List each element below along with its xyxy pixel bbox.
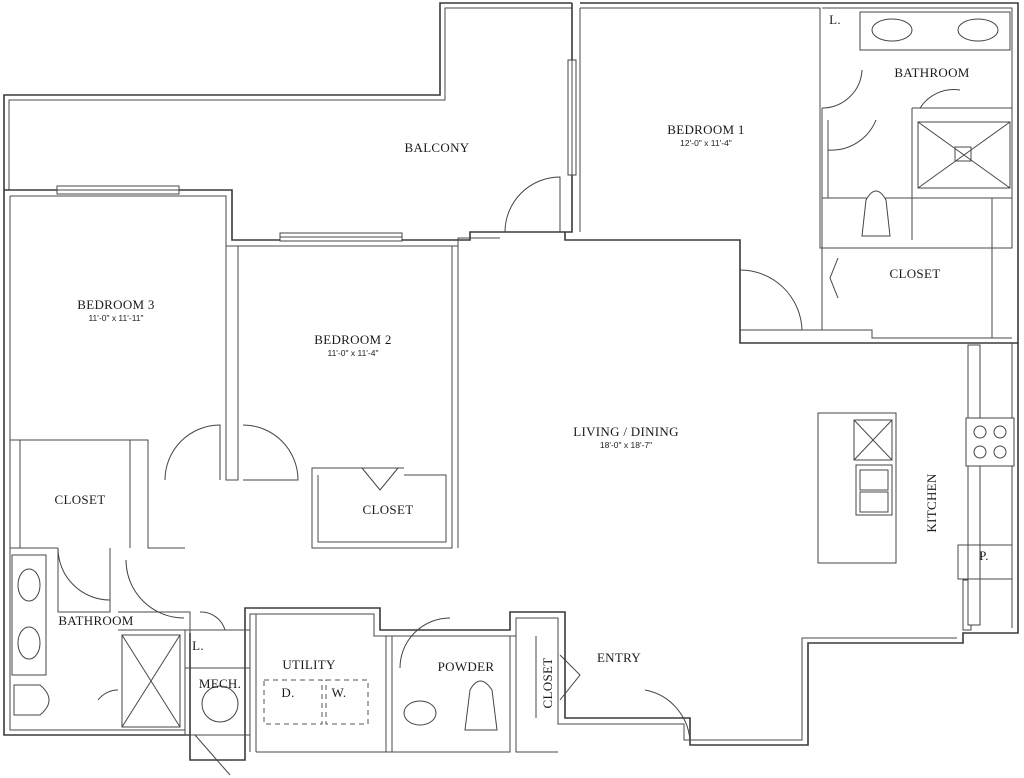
utility-label: UTILITY — [282, 657, 336, 672]
balcony-label: BALCONY — [405, 140, 470, 155]
room-labels: BALCONY BEDROOM 1 12'-0" x 11'-4" BEDROO… — [55, 12, 989, 708]
bedroom1-dims: 12'-0" x 11'-4" — [680, 138, 732, 148]
bathroom2-label: BATHROOM — [58, 613, 133, 628]
exterior-walls — [3, 2, 1019, 761]
bedroom2-label: BEDROOM 2 — [314, 332, 391, 347]
washer-label: W. — [332, 685, 347, 700]
mech-label: MECH. — [199, 676, 241, 691]
powder-label: POWDER — [438, 659, 495, 674]
pantry-label: P. — [979, 548, 989, 563]
closet-entry-label: CLOSET — [540, 658, 555, 709]
bedroom1-label: BEDROOM 1 — [667, 122, 744, 137]
interior-walls — [10, 107, 1012, 753]
linen1-label: L. — [829, 12, 841, 27]
closet3-label: CLOSET — [55, 492, 106, 507]
bedroom3-label: BEDROOM 3 — [77, 297, 154, 312]
bathroom1-label: BATHROOM — [894, 65, 969, 80]
living-dining-dims: 18'-0" x 18'-7" — [600, 440, 652, 450]
living-dining-label: LIVING / DINING — [573, 424, 679, 439]
dryer-label: D. — [281, 685, 294, 700]
linen2-label: L. — [192, 638, 204, 653]
kitchen-label: KITCHEN — [924, 473, 939, 532]
doors — [57, 69, 961, 776]
closet2-label: CLOSET — [363, 502, 414, 517]
fixtures — [11, 11, 1015, 731]
entry-label: ENTRY — [597, 650, 641, 665]
bedroom2-dims: 11'-0" x 11'-4" — [327, 348, 378, 358]
closet1-label: CLOSET — [890, 266, 941, 281]
bedroom3-dims: 11'-0" x 11'-11" — [88, 313, 143, 323]
windows — [56, 59, 981, 631]
